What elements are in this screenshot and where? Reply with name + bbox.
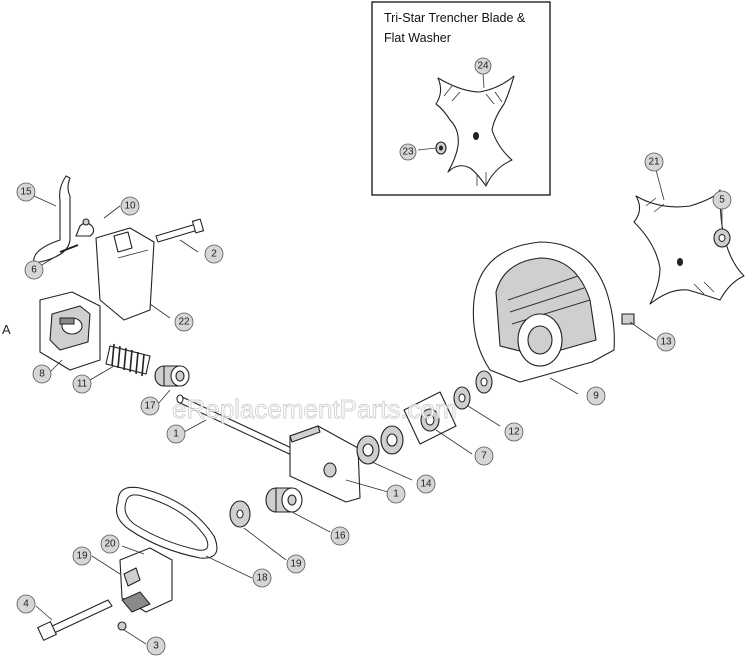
callout-1-shaft[interactable]: 1 xyxy=(166,424,186,444)
callout-18[interactable]: 18 xyxy=(252,568,272,588)
svg-text:12: 12 xyxy=(508,427,520,438)
callout-14[interactable]: 14 xyxy=(416,474,436,494)
part-3-nut xyxy=(117,621,127,631)
inset-flat-washer xyxy=(435,141,447,155)
part-12-washers xyxy=(453,370,493,410)
part-2-bolt xyxy=(155,218,205,243)
callout-19-washer[interactable]: 19 xyxy=(286,554,306,574)
callout-15[interactable]: 15 xyxy=(16,182,36,202)
svg-text:8: 8 xyxy=(39,369,45,380)
part-6-small-pin xyxy=(59,244,79,253)
callout-7[interactable]: 7 xyxy=(474,446,494,466)
part-9-blade-guard xyxy=(472,241,615,383)
callout-13[interactable]: 13 xyxy=(656,332,676,352)
svg-text:14: 14 xyxy=(420,479,432,490)
svg-text:23: 23 xyxy=(402,147,414,158)
svg-text:4: 4 xyxy=(23,599,29,610)
svg-text:18: 18 xyxy=(256,573,268,584)
svg-text:15: 15 xyxy=(20,187,32,198)
leader-lines xyxy=(33,169,723,645)
callout-22[interactable]: 22 xyxy=(174,312,194,332)
callout-9[interactable]: 9 xyxy=(586,386,606,406)
svg-text:17: 17 xyxy=(144,401,156,412)
part-19-flat-washer xyxy=(229,500,251,528)
svg-text:1: 1 xyxy=(173,429,179,440)
part-15-latch-pin xyxy=(33,175,71,263)
callout-3[interactable]: 3 xyxy=(146,636,166,656)
svg-text:3: 3 xyxy=(153,641,159,652)
part-16-spacer xyxy=(265,487,303,513)
callout-17[interactable]: 17 xyxy=(140,396,160,416)
part-10-hairpin-clip xyxy=(75,218,95,237)
part-4-carriage-bolt xyxy=(37,599,113,641)
svg-text:24: 24 xyxy=(477,61,489,72)
svg-text:9: 9 xyxy=(593,391,599,402)
callout-16[interactable]: 16 xyxy=(330,526,350,546)
svg-text:10: 10 xyxy=(124,201,136,212)
inset-box: Tri-Star Trencher Blade & Flat Washer 24… xyxy=(371,1,551,196)
svg-text:2: 2 xyxy=(211,249,217,260)
part-20-idler-bracket xyxy=(119,547,173,613)
svg-text:11: 11 xyxy=(77,379,88,390)
svg-text:7: 7 xyxy=(481,451,487,462)
callout-5[interactable]: 5 xyxy=(712,190,732,210)
svg-text:19: 19 xyxy=(76,551,88,562)
callout-23[interactable]: 23 xyxy=(399,143,417,161)
svg-text:13: 13 xyxy=(660,337,672,348)
callout-12[interactable]: 12 xyxy=(504,422,524,442)
svg-text:19: 19 xyxy=(290,559,302,570)
part-11-spring xyxy=(105,343,151,377)
side-label-a: A xyxy=(2,322,11,337)
svg-text:20: 20 xyxy=(104,539,116,550)
callout-11[interactable]: 11 xyxy=(72,374,92,394)
part-14-bearings xyxy=(356,425,404,465)
part-13-bolt xyxy=(621,313,635,325)
part-17-bushing xyxy=(154,365,190,387)
watermark: eReplacementParts.com xyxy=(172,394,457,424)
inset-title-line2: Flat Washer xyxy=(384,31,451,45)
callout-8[interactable]: 8 xyxy=(32,364,52,384)
callout-2[interactable]: 2 xyxy=(204,244,224,264)
part-5-nut xyxy=(713,228,731,248)
svg-text:6: 6 xyxy=(31,265,37,276)
callout-21[interactable]: 21 xyxy=(644,152,664,172)
callout-1-plate[interactable]: 1 xyxy=(386,484,406,504)
callout-10[interactable]: 10 xyxy=(120,196,140,216)
part-7-flange-bearing xyxy=(403,391,457,445)
callout-4[interactable]: 4 xyxy=(16,594,36,614)
callout-6[interactable]: 6 xyxy=(24,260,44,280)
svg-text:16: 16 xyxy=(334,531,346,542)
svg-text:21: 21 xyxy=(648,157,660,168)
svg-text:1: 1 xyxy=(393,489,399,500)
part-18-drive-belt xyxy=(115,486,218,559)
part-8-pillow-block xyxy=(39,291,101,371)
part-22-mount-bracket xyxy=(95,227,155,321)
svg-text:5: 5 xyxy=(719,195,725,206)
callout-24[interactable]: 24 xyxy=(474,57,492,75)
callout-20[interactable]: 20 xyxy=(100,534,120,554)
part-1-side-plate xyxy=(289,425,361,503)
inset-title-line1: Tri-Star Trencher Blade & xyxy=(384,11,526,25)
inset-tri-star-blade xyxy=(435,75,515,187)
svg-text:22: 22 xyxy=(178,317,190,328)
callout-19-idler[interactable]: 19 xyxy=(72,546,92,566)
